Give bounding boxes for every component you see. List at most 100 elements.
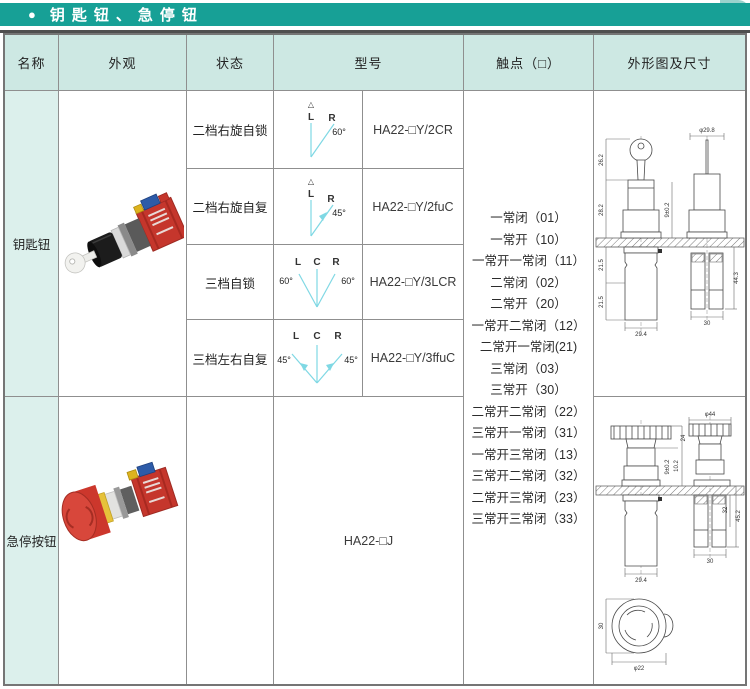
bullet-icon: ●: [28, 7, 36, 22]
label-r: R: [328, 113, 336, 124]
bottom-view-outer: [611, 598, 666, 653]
header-name: 名称: [5, 35, 58, 90]
mushroom-cap-face: [61, 491, 97, 541]
key-head: [64, 252, 86, 273]
dim-label: 10.2: [674, 459, 680, 471]
angle-right: 60°: [341, 276, 355, 286]
contact-block-outline: [690, 252, 705, 309]
contact-option: 三常开三常闭（33）: [471, 512, 586, 527]
mounting-panel-hatch: [595, 485, 744, 495]
position-diagram-2fuc-cell: △ L R 45°: [274, 169, 362, 244]
product-table: 名称 外观 状态 型号 触点（□） 外形图及尺寸 钥匙钮: [3, 33, 747, 686]
model-number: HA22-□Y/3ffuC: [363, 320, 463, 396]
model-number: HA22-□Y/3LCR: [363, 245, 463, 319]
contact-option: 二常开（20）: [490, 297, 567, 312]
state-label: 三档左右自复: [187, 320, 273, 396]
bottom-view-ear: [663, 613, 673, 637]
key-switch-photo-cell: [59, 91, 186, 396]
estop-outline-drawing: 29.4 24 10.2 9±0.2 φ44: [595, 412, 744, 672]
label-l: L: [308, 112, 314, 123]
angle-right: 45°: [344, 355, 358, 365]
dim-label: 28.2: [599, 203, 605, 215]
contact-option: 一常开（10）: [490, 232, 567, 247]
dim-label: 45.2: [736, 509, 742, 521]
contacts-cell: 一常闭（01） 一常开（10） 一常开一常闭（11） 二常闭（02） 二常开（2…: [464, 91, 593, 684]
model-number-estop: HA22-□J: [274, 397, 463, 684]
estop-state-cell: [187, 397, 273, 684]
contact-option: 三常闭（03）: [490, 361, 567, 376]
position-diagram-2cr-cell: △ L R 60°: [274, 91, 362, 168]
contact-option: 三常开一常闭（31）: [471, 426, 586, 441]
section-title-bar: ● 钥匙钮、急停钮: [0, 3, 750, 26]
dim-label: φ22: [633, 666, 644, 672]
dim-label: 30: [703, 321, 710, 327]
position-diagram-3ffuc: L C R 45° 45°: [277, 331, 358, 384]
header-contact: 触点（□）: [464, 35, 593, 90]
angle-label: 60°: [332, 127, 346, 137]
contact-option: 二常闭（02）: [490, 275, 567, 290]
label-l: L: [308, 189, 314, 200]
key-switch-outline-cell: 26.2 28.2 21.5 21.5 29.4 9±0.2 φ29.8: [594, 91, 745, 396]
dim-label: 32: [723, 506, 729, 513]
yellow-tab: [132, 203, 144, 214]
contact-options-list: 一常闭（01） 一常开（10） 一常开一常闭（11） 二常闭（02） 二常开（2…: [472, 208, 586, 531]
header-outline: 外形图及尺寸: [594, 35, 745, 90]
estop-photo: [61, 461, 178, 541]
model-number: HA22-□Y/2fuC: [363, 169, 463, 244]
dim-label: 9±0.2: [665, 201, 671, 217]
label-l: L: [293, 331, 299, 342]
blue-terminal-tab: [139, 193, 161, 211]
triangle-mark: △: [308, 100, 315, 109]
contact-option: 二常开一常闭(21): [479, 340, 578, 355]
angle-label: 45°: [332, 208, 346, 218]
contact-option: 三常开（30）: [490, 383, 567, 398]
header-appearance: 外观: [59, 35, 186, 90]
header-state: 状态: [187, 35, 273, 90]
state-label: 二档右旋自复: [187, 169, 273, 244]
dim-label: 44.3: [734, 271, 740, 283]
section-title: 钥匙钮、急停钮: [49, 7, 204, 24]
arrowhead-right: [326, 363, 334, 371]
dim-label: 29.4: [635, 332, 647, 338]
position-diagram-2cr: △ L R 60°: [308, 100, 346, 157]
model-number: HA22-□Y/2CR: [363, 91, 463, 168]
angle-left: 60°: [279, 276, 293, 286]
key-switch-photo: [64, 191, 184, 273]
body-outline: [624, 252, 657, 320]
contact-block-outline: [708, 252, 723, 309]
key-switch-outline-drawing: 26.2 28.2 21.5 21.5 29.4 9±0.2 φ29.8: [595, 128, 744, 338]
dim-label: 30: [706, 559, 713, 565]
dim-label: φ29.8: [699, 128, 715, 134]
contact-block-outline: [693, 494, 708, 547]
contact-option: 一常开二常闭（12）: [471, 318, 586, 333]
estop-photo-cell: [59, 397, 186, 684]
body-outline: [624, 500, 657, 566]
estop-assembly: [61, 461, 178, 541]
dim-label: 9±0.2: [665, 458, 671, 474]
state-label: 二档右旋自锁: [187, 91, 273, 168]
contact-option: 三常开二常闭（32）: [471, 469, 586, 484]
mushroom-cap-outline-side: [688, 423, 731, 436]
label-l: L: [295, 257, 301, 268]
dim-label: φ44: [704, 412, 715, 418]
key-switch-assembly: [64, 191, 184, 273]
dim-label: 30: [599, 622, 605, 629]
mounting-panel-hatch: [595, 237, 744, 247]
position-diagram-3lcr-cell: L C R 60° 60°: [274, 245, 362, 319]
label-c: C: [313, 331, 320, 342]
dim-label: 26.2: [599, 153, 605, 165]
estop-outline-cell: 29.4 24 10.2 9±0.2 φ44: [594, 397, 745, 684]
yellow-tab: [126, 468, 139, 481]
angle-left: 45°: [277, 355, 291, 365]
header-model: 型号: [274, 35, 463, 90]
dim-label: 21.5: [599, 258, 605, 270]
position-diagram-3lcr: L C R 60° 60°: [279, 257, 355, 308]
blue-terminal-tab: [135, 461, 156, 477]
state-label: 三档自锁: [187, 245, 273, 319]
arrowhead: [319, 211, 327, 221]
label-r: R: [332, 257, 340, 268]
dim-label: 21.5: [599, 295, 605, 307]
label-r: R: [327, 194, 335, 205]
label-c: C: [313, 257, 320, 268]
